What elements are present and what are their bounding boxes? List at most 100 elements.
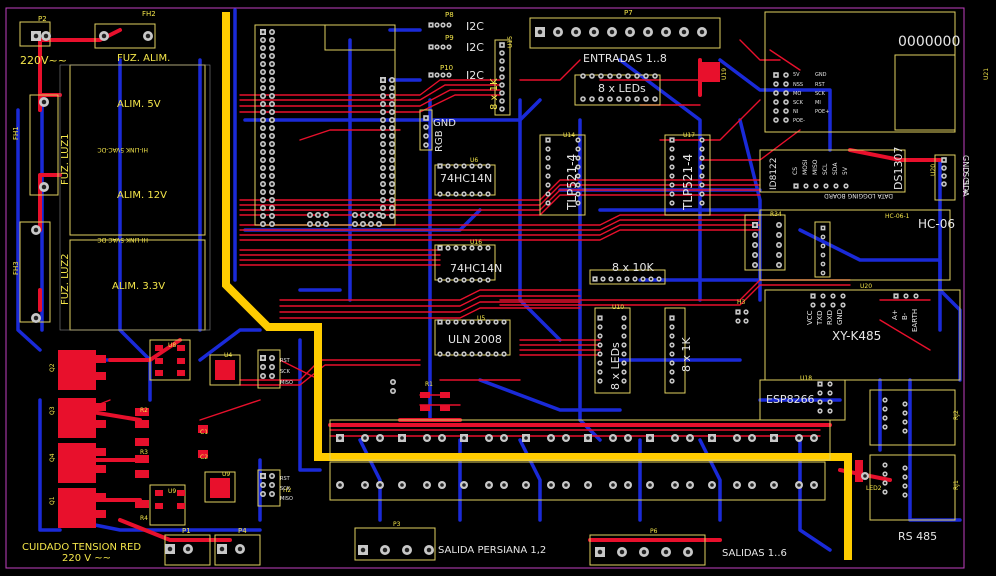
pad-hole — [270, 374, 274, 378]
pad-hole — [270, 483, 274, 487]
pad-hole — [378, 436, 382, 440]
pad-hole — [41, 99, 47, 105]
label-fuse-alim: FUZ. ALIM. — [117, 53, 170, 64]
pad-hole — [441, 23, 445, 27]
pad-hole — [777, 263, 781, 267]
pad-hole — [524, 436, 528, 440]
pad-hole — [774, 91, 778, 95]
pad-hole — [670, 201, 674, 205]
pad-hole — [440, 483, 444, 487]
pad-hole — [261, 214, 265, 218]
pad-hole — [270, 78, 274, 82]
label-p8: P8 — [445, 11, 454, 19]
pad-hole — [777, 243, 781, 247]
pad-hole — [841, 294, 845, 298]
pad-hole — [777, 223, 781, 227]
pad-hole — [391, 389, 395, 393]
pad-hole — [486, 192, 490, 196]
pad-hole — [753, 253, 757, 257]
pad-hole — [261, 46, 265, 50]
pad-hole — [699, 29, 705, 35]
pad-hole — [657, 277, 661, 281]
pad-hole — [546, 147, 550, 151]
pad-hole — [591, 29, 597, 35]
pad-hole — [700, 201, 704, 205]
pad-hole — [381, 142, 385, 146]
pad-hole — [576, 138, 580, 142]
pad-hole — [831, 303, 835, 307]
pad-hole — [261, 86, 265, 90]
pad-hole — [270, 126, 274, 130]
label-r3: R3 — [140, 449, 148, 456]
pad-hole — [381, 206, 385, 210]
pad-hole — [438, 320, 442, 324]
label-entradas: ENTRADAS 1..8 — [583, 52, 667, 65]
pad-hole — [270, 492, 274, 496]
pad-hole — [261, 134, 265, 138]
pad-hole — [622, 352, 626, 356]
label-u10: U10 — [612, 304, 624, 311]
label-data-logging: DATA LOGGING BOARD — [824, 192, 893, 199]
pad-hole — [429, 73, 433, 77]
pad-hole — [270, 474, 274, 478]
pad-hole — [390, 150, 394, 154]
pad-hole — [381, 158, 385, 162]
pad-hole — [648, 436, 652, 440]
pad-hole — [576, 165, 580, 169]
pad-hole — [609, 29, 615, 35]
pad-hole — [576, 183, 580, 187]
pad-hole — [670, 352, 674, 356]
pad-hole — [753, 233, 757, 237]
pad-hole — [494, 320, 498, 324]
pad-hole — [381, 198, 385, 202]
pad-hole — [735, 483, 739, 487]
pad-hole — [462, 164, 466, 168]
pad-hole — [390, 94, 394, 98]
pad-hole — [270, 198, 274, 202]
pad-hole — [270, 190, 274, 194]
pad-hole — [390, 118, 394, 122]
label-i2c-1: I2C — [466, 20, 484, 33]
pad-hole — [447, 23, 451, 27]
pad-hole — [812, 436, 816, 440]
pad-hole — [546, 138, 550, 142]
pad-hole — [942, 158, 946, 162]
pad-hole — [883, 472, 887, 476]
label-leds-8-v: 8 x LEDs — [609, 342, 622, 390]
label-fuse-luz1: FUZ. LUZ1 — [60, 133, 71, 185]
u20-pin-1: GND — [961, 155, 970, 173]
pad-hole — [219, 546, 225, 552]
pad-hole — [942, 166, 946, 170]
label-u16: U16 — [470, 239, 482, 246]
pad-hole — [316, 222, 320, 226]
log-pin-2: MOSI — [802, 159, 809, 175]
label-u5: U5 — [477, 315, 485, 322]
pad-hole — [772, 436, 776, 440]
pad-hole — [438, 278, 442, 282]
pad-hole — [635, 74, 639, 78]
pad-hole — [774, 109, 778, 113]
pad-hole — [470, 192, 474, 196]
pad-hole — [617, 277, 621, 281]
label-p2: P2 — [38, 15, 47, 23]
pad-hole — [670, 156, 674, 160]
pad-hole — [608, 74, 612, 78]
pad-hole — [576, 201, 580, 205]
pad-hole — [462, 483, 466, 487]
pad-hole — [41, 184, 47, 190]
pad-hole — [524, 483, 528, 487]
pad-hole — [784, 118, 788, 122]
pad-hole — [599, 97, 603, 101]
label-r4: R4 — [140, 515, 148, 522]
pad-hole — [270, 142, 274, 146]
sd-pin-r5: POE+ — [815, 109, 829, 115]
label-h3: H3 — [737, 299, 746, 306]
label-p10: P10 — [440, 64, 453, 72]
pad-hole — [653, 97, 657, 101]
pad-hole — [270, 118, 274, 122]
pad-hole — [424, 143, 428, 147]
pad-hole — [381, 214, 385, 218]
pad-hole — [617, 97, 621, 101]
pad-hole — [828, 382, 832, 386]
pad-hole — [454, 246, 458, 250]
